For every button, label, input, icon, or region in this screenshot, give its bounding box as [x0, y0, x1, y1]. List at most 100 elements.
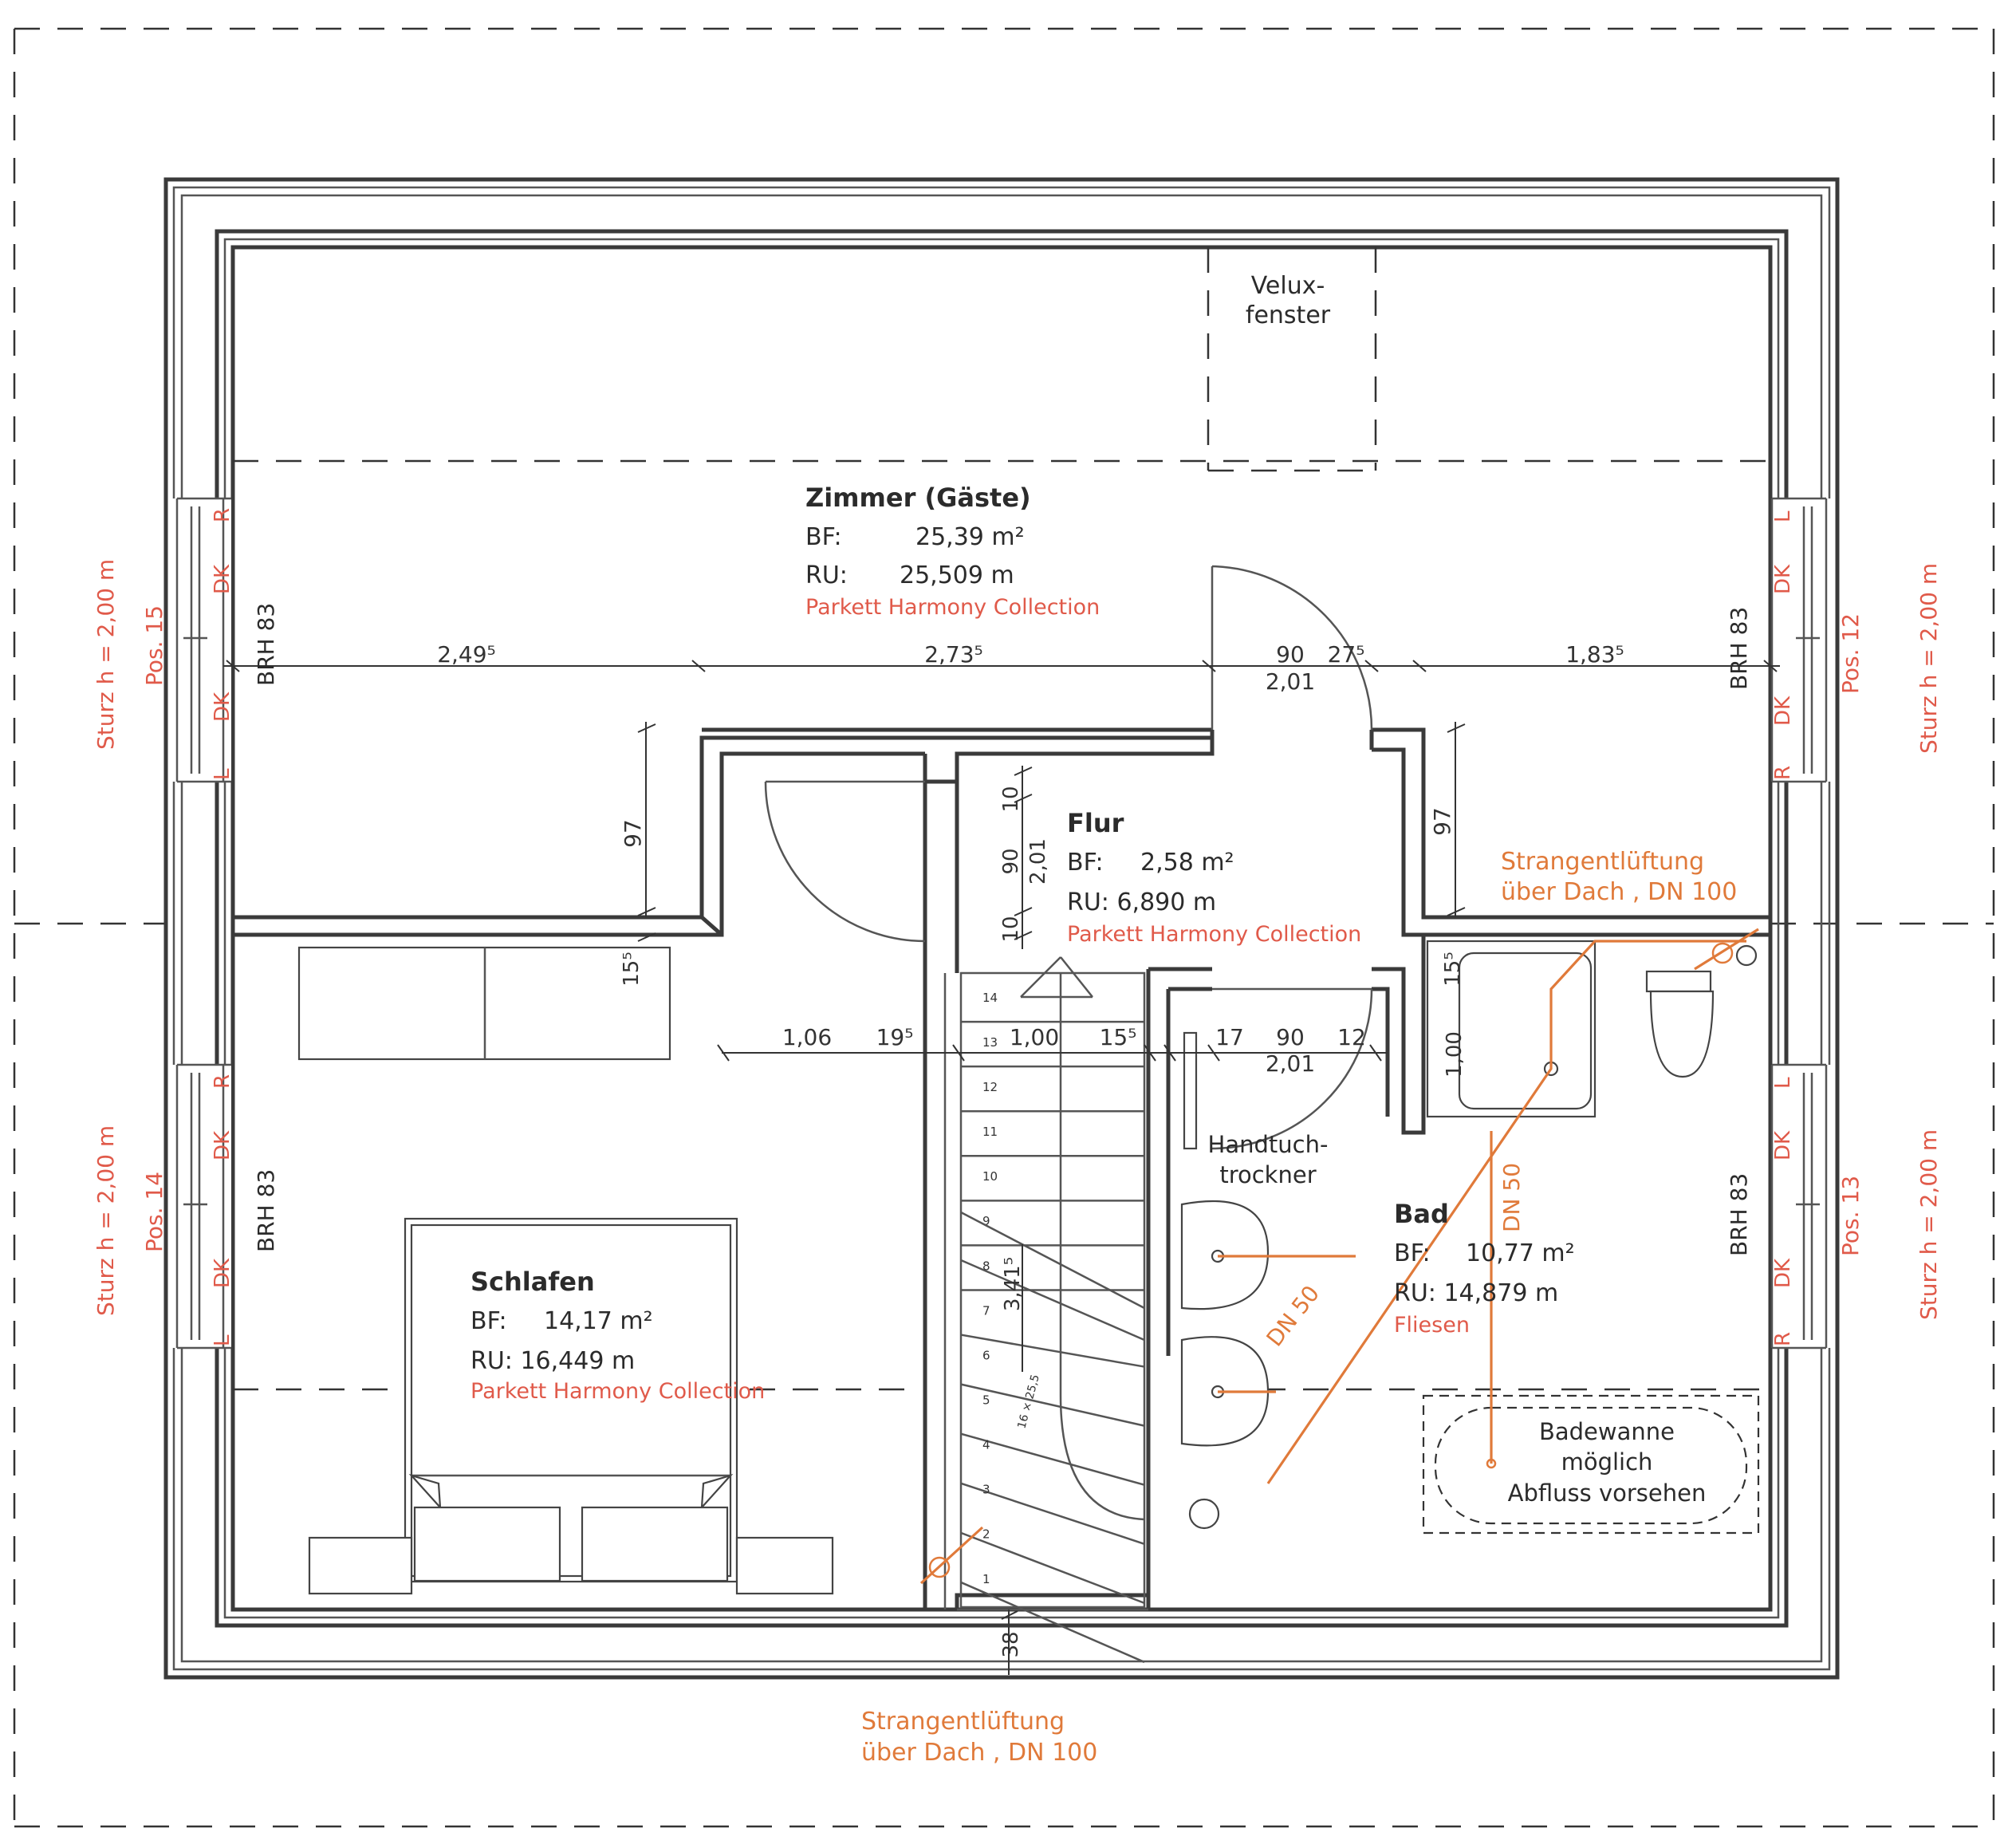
ru-label: RU: [805, 561, 848, 589]
stair-step-number: 7 [982, 1303, 990, 1318]
vent-top-label-1: Strangentlüftung [1501, 848, 1704, 876]
ru-text: RU: 14,879 m [1394, 1279, 1558, 1307]
room-name: Flur [1067, 808, 1124, 838]
dim-273: 2,73⁵ [924, 641, 983, 668]
dim-155-mid: 15⁵ [1100, 1024, 1137, 1050]
room-name: Schlafen [471, 1267, 595, 1297]
pos-15-label: Pos. 15 [141, 605, 167, 686]
plot-boundary [13, 27, 1995, 1828]
window-pos-14 [171, 1063, 231, 1350]
stair-step-number: 4 [982, 1438, 990, 1452]
dimension-lines [223, 660, 1780, 1675]
room-name: Zimmer (Gäste) [805, 483, 1031, 513]
toilet [1645, 944, 1758, 1078]
room-name: Bad [1394, 1199, 1449, 1229]
stair-step-line [960, 1432, 1145, 1486]
stair-step-number: 11 [982, 1125, 998, 1139]
towel-dryer-label-1: Handtuch- [1208, 1131, 1329, 1158]
bf-label: BF: [1394, 1239, 1431, 1267]
dn50-vertical-label: DN 50 [1498, 1163, 1525, 1232]
stair-step-line [960, 1531, 1145, 1605]
dim-stair-length: 3,41⁵ [1001, 1257, 1025, 1311]
velux-label-2: fenster [1246, 301, 1331, 329]
velux-window [1207, 247, 1377, 472]
dn50-diagonal-label: DN 50 [1262, 1280, 1325, 1351]
pos-13-label: Pos. 13 [1837, 1176, 1864, 1256]
dim-97-left: 97 [620, 819, 646, 848]
brh-label-right-bottom: BRH 83 [1726, 1173, 1752, 1256]
wardrobe [297, 946, 671, 1061]
bf-value: 10,77 m² [1466, 1239, 1575, 1267]
window-dk-label: DK [1771, 564, 1795, 594]
dim-183: 1,83⁵ [1565, 641, 1624, 668]
dim-90-v: 90 [999, 848, 1023, 874]
stair-step-number: 8 [982, 1259, 990, 1273]
annotation-labels: Velux- fenster Handtuch- trockner Badewa… [861, 272, 1737, 1767]
bf-label: BF: [471, 1307, 507, 1335]
dim-90-mid: 90 [1276, 1024, 1305, 1050]
dimension-texts: 2,49⁵ 2,73⁵ 90 27⁵ 2,01 1,83⁵ 97 97 10 9… [437, 641, 1624, 1658]
stair-step-line [960, 1581, 1145, 1664]
sturz-label-left-top: Sturz h = 2,00 m [93, 559, 119, 750]
dim-249: 2,49⁵ [437, 641, 496, 668]
dim-97-right: 97 [1429, 807, 1455, 836]
stair-step-line [960, 1334, 1145, 1368]
window-pos-15 [171, 497, 231, 783]
bathtub-label-3: Abfluss vorsehen [1508, 1480, 1707, 1507]
room-schlafen: Schlafen BF: 14,17 m² RU: 16,449 m Parke… [471, 1267, 765, 1404]
stair-step-number: 6 [982, 1348, 990, 1362]
dim-17: 17 [1215, 1024, 1244, 1050]
stair-step-number: 5 [982, 1393, 990, 1407]
window-dk-label: DK [1771, 695, 1795, 726]
dim-155-left: 15⁵ [620, 952, 644, 987]
window-l-label: L [1771, 1077, 1795, 1089]
stair-step-number: 1 [982, 1572, 990, 1586]
bf-value: 2,58 m² [1140, 849, 1234, 877]
vent-bottom-label-2: über Dach , DN 100 [861, 1739, 1097, 1767]
door-zimmer [1211, 565, 1373, 731]
bf-label: BF: [1067, 849, 1104, 877]
window-dk-label: DK [211, 1130, 234, 1160]
bf-label: BF: [805, 523, 842, 551]
dim-10-a: 10 [999, 786, 1023, 812]
window-dk-label: DK [211, 564, 234, 594]
window-l-label: L [211, 1334, 234, 1346]
room-flur: Flur BF: 2,58 m² RU: 6,890 m Parkett Har… [1067, 808, 1361, 947]
bf-value: 25,39 m² [915, 523, 1025, 551]
vent-bottom-label-1: Strangentlüftung [861, 1708, 1065, 1736]
dim-275: 27⁵ [1328, 641, 1365, 668]
brh-label-left-bottom: BRH 83 [253, 1169, 279, 1252]
brh-label-left-top: BRH 83 [253, 603, 279, 686]
window-r-label: R [211, 1074, 234, 1089]
bed [308, 1217, 834, 1595]
stair-step-number: 10 [982, 1169, 998, 1184]
brh-label-right-top: BRH 83 [1726, 607, 1752, 690]
sturz-label-right-bottom: Sturz h = 2,00 m [1915, 1129, 1942, 1320]
ru-value: 25,509 m [900, 561, 1014, 589]
dim-106: 1,06 [782, 1024, 832, 1050]
window-r-label: R [1771, 766, 1795, 780]
window-labels: Sturz h = 2,00 m Pos. 15 BRH 83 R DK DK … [93, 508, 1942, 1346]
bf-value: 14,17 m² [544, 1307, 653, 1335]
dim-195: 19⁵ [876, 1024, 914, 1050]
velux-label-1: Velux- [1251, 272, 1325, 300]
window-pos-12 [1770, 497, 1833, 783]
room-bad: Bad BF: 10,77 m² RU: 14,879 m Fliesen [1394, 1199, 1575, 1338]
sturz-label-left-bottom: Sturz h = 2,00 m [93, 1125, 119, 1316]
dim-38: 38 [999, 1631, 1023, 1657]
floor-drain [1188, 1498, 1220, 1530]
stair-step-number: 13 [982, 1035, 998, 1050]
sturz-label-right-top: Sturz h = 2,00 m [1915, 563, 1942, 754]
dim-100: 1,00 [1010, 1024, 1059, 1050]
stair-step-line [960, 1383, 1145, 1427]
vent-top-label-2: über Dach , DN 100 [1501, 878, 1737, 906]
stair-step-number: 9 [982, 1214, 990, 1228]
floor-material: Parkett Harmony Collection [471, 1379, 765, 1404]
interior-walls [233, 727, 1770, 1611]
stair-step-number: 2 [982, 1527, 990, 1542]
window-dk-label: DK [211, 1258, 234, 1288]
dim-155-right: 15⁵ [1441, 952, 1465, 987]
bathtub-label-2: möglich [1561, 1448, 1653, 1476]
